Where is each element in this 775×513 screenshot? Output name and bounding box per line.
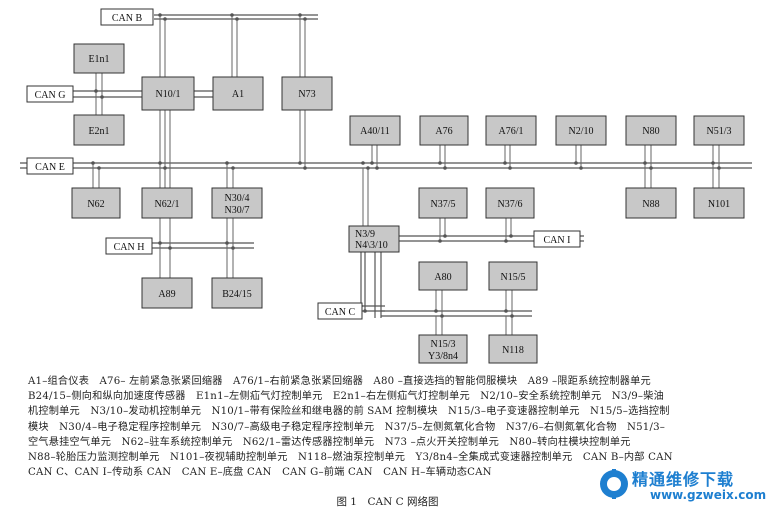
module-a40-11: A40/11 <box>349 115 401 146</box>
legend-line: A1–组合仪表 A76– 左前紧急张紧回缩器 A76/1–右前紧急张紧回缩器 A… <box>28 376 651 387</box>
watermark-title: 精通维修下载 <box>632 470 735 489</box>
module-e1n1: E1n1 <box>73 43 125 74</box>
bus-lines <box>20 14 752 318</box>
svg-text:N62: N62 <box>87 199 104 210</box>
legend-line: 机控制单元 N3/10–发动机控制单元 N10/1–带有保险丝和继电器的前 SA… <box>28 406 670 418</box>
bus-label-can-b: CAN B <box>100 8 154 26</box>
module-n2-10: N2/10 <box>555 115 607 146</box>
svg-text:CAN G: CAN G <box>35 90 66 101</box>
module-n15-5: N15/5 <box>488 261 538 291</box>
module-n80: N80 <box>625 115 677 146</box>
bus-label-can-e: CAN E <box>26 157 74 175</box>
legend-line: B24/15–侧向和纵向加速度传感器 E1n1–左侧疝气灯控制单元 E2n1–右… <box>28 391 664 403</box>
watermark-logo-icon <box>600 469 628 499</box>
svg-text:N101: N101 <box>708 199 730 210</box>
svg-text:N30/7: N30/7 <box>225 205 250 216</box>
figure-caption: 图 1 CAN C 网络图 <box>336 496 439 508</box>
svg-text:Y3/8n4: Y3/8n4 <box>428 351 458 362</box>
svg-text:N3/9: N3/9 <box>355 229 375 240</box>
svg-text:CAN I: CAN I <box>544 235 571 246</box>
svg-text:N15/3: N15/3 <box>431 339 456 350</box>
svg-text:N62/1: N62/1 <box>155 199 180 210</box>
watermark: 精通维修下载 www.gzweix.com <box>598 466 770 508</box>
svg-text:N88: N88 <box>642 199 659 210</box>
module-n62: N62 <box>71 187 121 219</box>
module-n37-5: N37/5 <box>418 187 468 219</box>
svg-text:CAN B: CAN B <box>112 13 143 24</box>
module-a76: A76 <box>419 115 469 146</box>
module-a76-1: A76/1 <box>485 115 537 146</box>
module-n37-6: N37/6 <box>485 187 535 219</box>
svg-text:B24/15: B24/15 <box>222 289 251 300</box>
module-a89: A89 <box>141 277 193 309</box>
svg-text:A89: A89 <box>158 289 175 300</box>
legend-line: CAN C、CAN I–传动系 CAN CAN E–底盘 CAN CAN G–前… <box>28 467 492 479</box>
svg-text:N37/6: N37/6 <box>498 199 523 210</box>
legend-line: 模块 N30/4–电子稳定程序控制单元 N30/7–高级电子稳定程序控制单元 N… <box>28 421 666 433</box>
svg-text:N30/4: N30/4 <box>225 193 250 204</box>
watermark-url[interactable]: www.gzweix.com <box>650 488 767 502</box>
module-n73: N73 <box>281 76 333 111</box>
svg-text:A76: A76 <box>435 126 452 137</box>
legend-line: N88–轮胎压力监测控制单元 N101–夜视辅助控制单元 N118–燃油泵控制单… <box>28 452 673 464</box>
svg-text:E1n1: E1n1 <box>88 54 109 65</box>
module-b24-15: B24/15 <box>211 277 263 309</box>
svg-text:A40/11: A40/11 <box>360 126 390 137</box>
module-n118: N118 <box>488 334 538 364</box>
module-a80: A80 <box>418 261 468 291</box>
svg-text:CAN H: CAN H <box>114 242 145 253</box>
module-n3-9: N3/9 N4\3/10 <box>348 225 400 253</box>
bus-label-can-c: CAN C <box>317 302 363 320</box>
legend-text: A1–组合仪表 A76– 左前紧急张紧回缩器 A76/1–右前紧急张紧回缩器 A… <box>28 374 768 480</box>
legend-line: 空气悬挂空气单元 N62–驻车系统控制单元 N62/1–雷达传感器控制单元 N7… <box>28 436 631 448</box>
svg-text:N10/1: N10/1 <box>156 89 181 100</box>
svg-text:CAN E: CAN E <box>35 162 65 173</box>
module-e2n1: E2n1 <box>73 114 125 146</box>
svg-text:A76/1: A76/1 <box>499 126 524 137</box>
svg-text:E2n1: E2n1 <box>88 126 109 137</box>
module-n62-1: N62/1 <box>141 187 193 219</box>
bus-label-can-i: CAN I <box>533 230 581 248</box>
junction-dots <box>91 13 721 318</box>
svg-text:N73: N73 <box>298 89 315 100</box>
svg-text:N118: N118 <box>502 345 524 356</box>
svg-text:A80: A80 <box>434 272 451 283</box>
svg-text:N15/5: N15/5 <box>501 272 526 283</box>
module-n10-1: N10/1 <box>141 76 195 111</box>
module-n88: N88 <box>625 187 677 219</box>
bus-label-can-g: CAN G <box>26 85 74 103</box>
bus-label-can-h: CAN H <box>105 237 153 255</box>
module-n51-3: N51/3 <box>693 115 745 146</box>
svg-text:N4\3/10: N4\3/10 <box>355 240 388 251</box>
svg-text:N37/5: N37/5 <box>431 199 456 210</box>
module-n101: N101 <box>693 187 745 219</box>
svg-text:A1: A1 <box>232 89 244 100</box>
svg-text:CAN C: CAN C <box>325 307 356 318</box>
svg-text:N80: N80 <box>642 126 659 137</box>
svg-text:N51/3: N51/3 <box>707 126 732 137</box>
svg-text:N2/10: N2/10 <box>569 126 594 137</box>
module-n15-3: N15/3 Y3/8n4 <box>418 334 468 364</box>
module-n30-4: N30/4 N30/7 <box>211 187 263 219</box>
module-a1: A1 <box>212 76 264 111</box>
